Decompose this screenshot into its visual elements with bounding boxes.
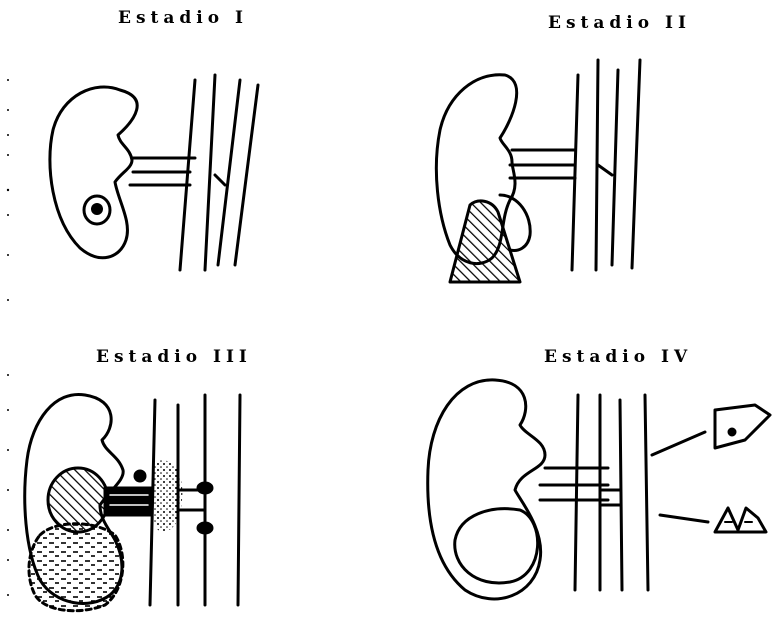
stage-4-great-vessels	[575, 395, 648, 590]
stage-4-kidney	[428, 380, 545, 599]
stage-1-drawing	[50, 75, 258, 270]
stage-3-node-2	[198, 483, 212, 493]
stage-4-leader-line-2	[660, 515, 708, 522]
stage-1-renal-vessels	[130, 158, 195, 185]
stage-2-drawing	[436, 60, 640, 282]
stage-4-renal-vessels	[540, 468, 608, 500]
stage-4-lung-metastasis	[715, 508, 766, 532]
margin-marks	[7, 79, 9, 596]
stage-3-tumor	[48, 468, 108, 532]
stage-2-tumor	[450, 201, 520, 282]
stage-4-liver-metastasis	[715, 405, 770, 448]
stage-4-inner-mass	[455, 509, 538, 583]
stage-3-vein-thrombus	[105, 488, 152, 515]
stage-3-node-3	[198, 523, 212, 533]
stage-3-drawing	[25, 394, 240, 610]
stage-1-kidney	[50, 87, 137, 258]
stage-2-renal-vessels	[510, 150, 575, 178]
stage-3-node-1	[135, 471, 145, 481]
stage-2-great-vessels	[572, 60, 640, 270]
stage-3-perirenal-spread	[29, 524, 123, 611]
stage-4-drawing	[428, 380, 770, 599]
stage-4-leader-line-1	[652, 432, 705, 455]
stage-1-great-vessels	[180, 75, 258, 270]
